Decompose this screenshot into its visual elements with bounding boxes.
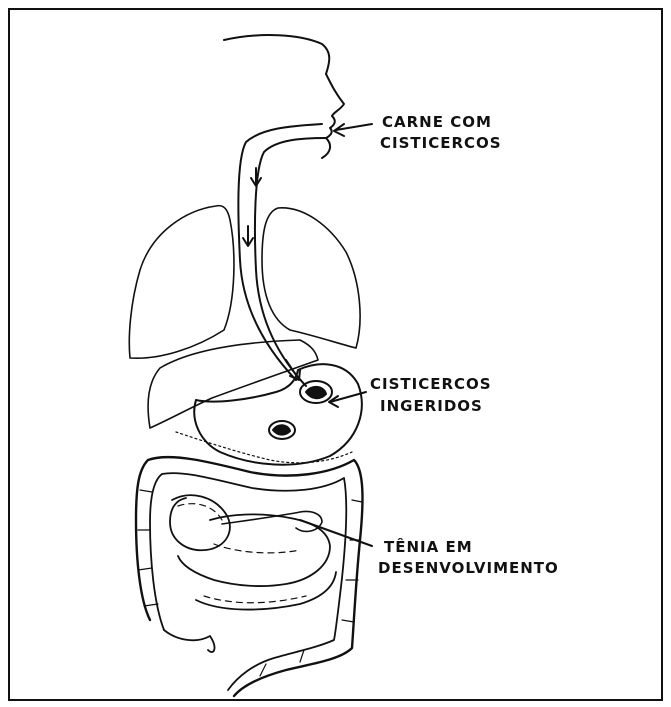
cysticercus-2 — [269, 421, 295, 439]
esophagus-inner — [255, 138, 326, 386]
large-intestine — [136, 457, 362, 696]
stomach — [194, 364, 362, 464]
right-lung — [262, 208, 360, 348]
label-carne-line2: CISTICERCOS — [380, 134, 502, 152]
cysticercus-1 — [300, 381, 332, 403]
label-tenia-line1: TÊNIA EM — [384, 537, 473, 556]
head-profile — [224, 35, 344, 158]
left-lung — [129, 206, 234, 359]
label-ingeridos-line1: CISTICERCOS — [370, 375, 492, 393]
colon-segments — [138, 490, 362, 676]
swallow-arrow-2 — [243, 226, 253, 246]
ingeridos-arrow — [329, 392, 366, 407]
label-tenia-line2: DESENVOLVIMENTO — [378, 559, 559, 577]
label-ingeridos-line2: INGERIDOS — [380, 397, 483, 415]
label-carne-line1: CARNE COM — [382, 113, 492, 131]
appendix — [164, 630, 214, 652]
small-intestine-dashes — [178, 504, 306, 603]
